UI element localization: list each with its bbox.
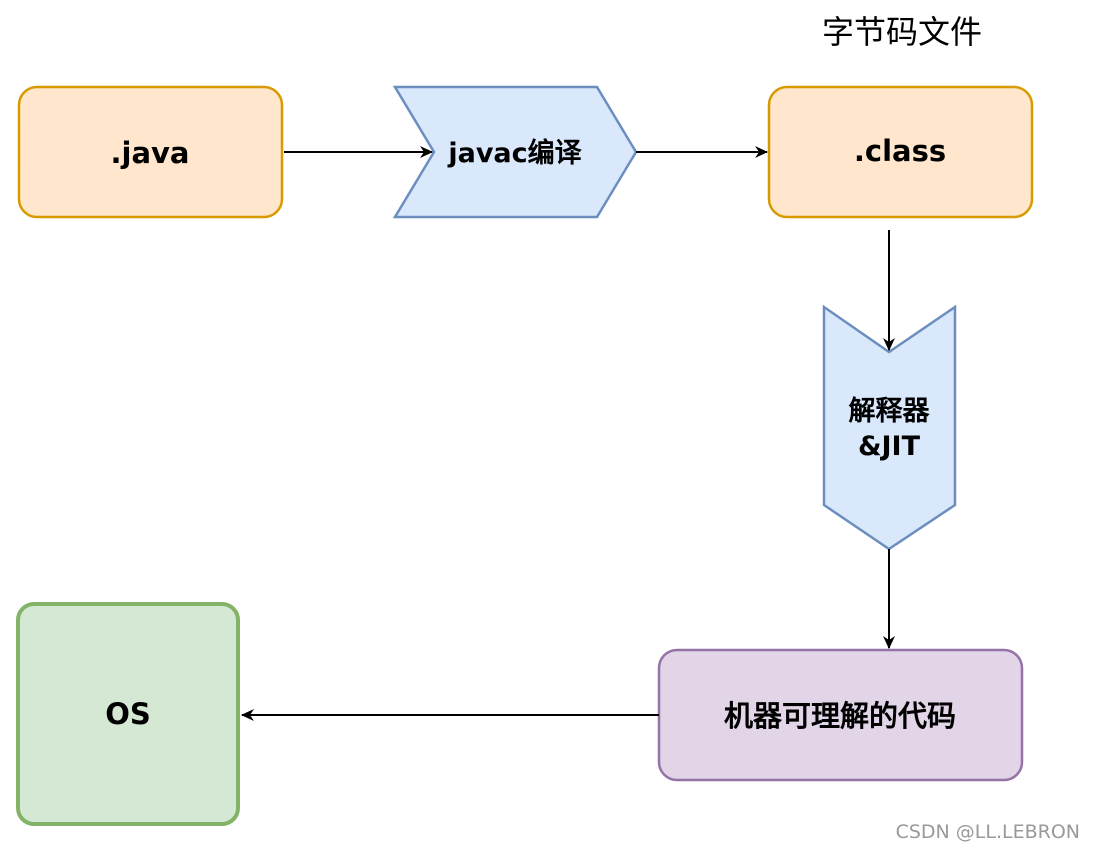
class-file-label: .class — [854, 134, 946, 168]
javac-compile-label: javac编译 — [447, 137, 582, 169]
watermark: CSDN @LL.LEBRON — [896, 821, 1080, 843]
os-node: OS — [16, 602, 240, 826]
jit-label: &JIT — [858, 431, 921, 462]
class-file-node: .class — [767, 85, 1034, 219]
java-source-node: .java — [17, 85, 284, 219]
interpreter-jit-node: 解释器 &JIT — [822, 304, 957, 551]
machine-code-node: 机器可理解的代码 — [657, 648, 1024, 782]
machine-code-label: 机器可理解的代码 — [724, 699, 956, 733]
javac-compile-node: javac编译 — [392, 85, 638, 219]
os-label: OS — [105, 697, 151, 731]
bytecode-file-caption: 字节码文件 — [822, 13, 982, 51]
java-source-label: .java — [111, 136, 190, 170]
interpreter-label: 解释器 — [849, 396, 931, 427]
